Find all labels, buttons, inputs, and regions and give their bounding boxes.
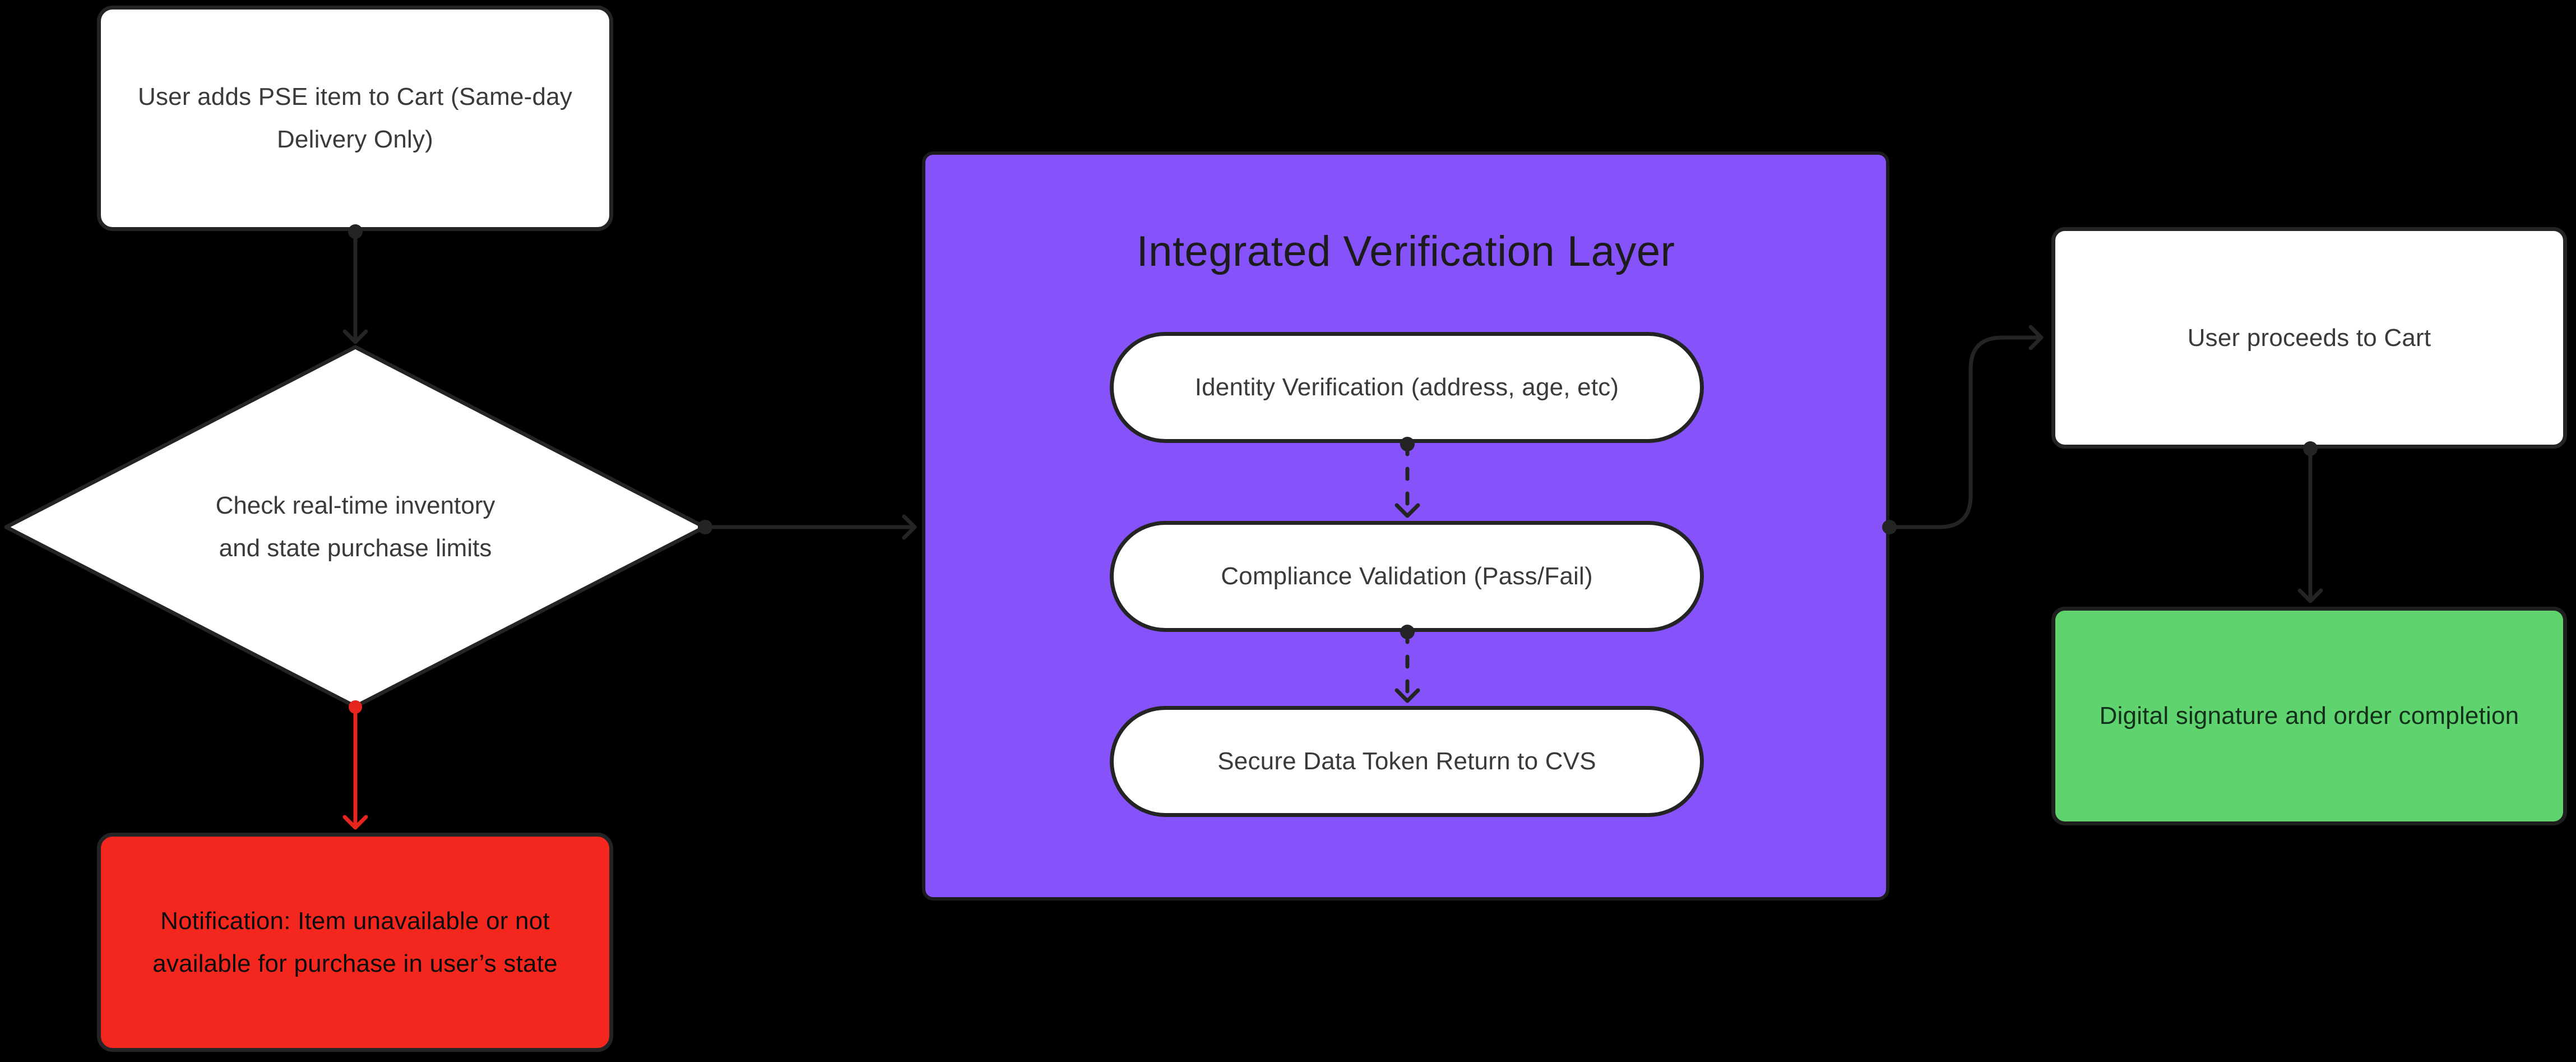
node-digital-signature: Digital signature and order completion <box>2051 607 2567 825</box>
verification-layer-title: Integrated Verification Layer <box>1136 227 1675 275</box>
node-notification-unavailable: Notification: Item unavailable or not av… <box>97 833 613 1052</box>
node-proceed-to-cart: User proceeds to Cart <box>2051 227 2567 449</box>
node-secure-token-return: Secure Data Token Return to CVS <box>1110 706 1704 817</box>
node-compliance-validation: Compliance Validation (Pass/Fail) <box>1110 521 1704 632</box>
node-check-inventory-label: Check real-time inventory and state purc… <box>215 492 495 562</box>
node-identity-verification: Identity Verification (address, age, etc… <box>1110 332 1704 443</box>
node-add-pse-item: User adds PSE item to Cart (Same-day Del… <box>97 6 613 231</box>
